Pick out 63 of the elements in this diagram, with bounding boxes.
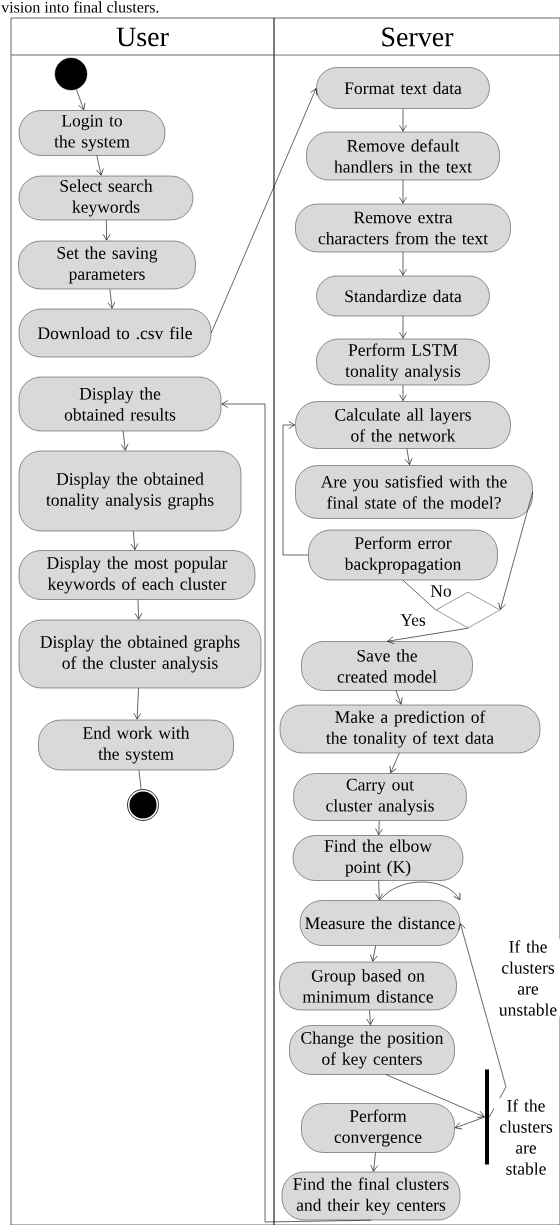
activity-box: Display the obtained results: [18, 376, 222, 432]
arrow: [404, 448, 413, 466]
activity-box: Perform convergence: [301, 1103, 455, 1153]
arrow: [102, 219, 111, 241]
activity-box: Perform LSTM tonality analysis: [316, 338, 490, 386]
activity-box: Find the elbow point (K): [292, 835, 464, 881]
arrow: [133, 687, 142, 720]
edge-label: No: [429, 584, 453, 598]
activity-box: Group based on minimum distance: [279, 961, 457, 1011]
arrow: [366, 1009, 374, 1025]
activity-box: Set the saving parameters: [18, 240, 196, 290]
arrow: [399, 315, 407, 339]
arrow: [107, 288, 116, 309]
arrow: [96, 155, 104, 176]
caption-text: vision into final clusters.: [1, 1, 159, 13]
activity-box: Login to the system: [18, 110, 166, 156]
activity-box: Format text data: [316, 67, 490, 109]
arrow: [379, 881, 461, 901]
arrow: [370, 945, 378, 962]
arrow: [385, 1074, 485, 1118]
arrow: [130, 530, 139, 550]
arrow: [458, 923, 507, 1118]
arrow: [395, 690, 403, 705]
arrow: [76, 88, 86, 111]
activity-box: Measure the distance: [299, 900, 461, 946]
arrow: [399, 108, 407, 132]
arrow: [389, 752, 400, 774]
activity-box: Remove extra characters from the text: [295, 203, 511, 253]
activity-box: Find the final clusters and their key centers: [281, 1171, 461, 1221]
activity-box: Perform error backpropagation: [308, 529, 498, 581]
arrow: [454, 1116, 486, 1130]
arrow: [399, 251, 407, 276]
start-circle: [54, 57, 88, 91]
activity-box: Calculate all layers of the network: [295, 401, 511, 449]
activity-box: Select search keywords: [18, 175, 194, 221]
end-circle: [125, 787, 161, 823]
activity-box: Remove default handlers in the text: [306, 131, 500, 181]
arrow: [210, 88, 318, 334]
edge-label: Yes: [399, 613, 427, 627]
arrow: [375, 880, 383, 900]
activity-box: Display the obtained graphs of the cluster analysis: [18, 619, 262, 689]
arrow: [282, 421, 309, 556]
activity-box: Download to .csv file: [18, 308, 212, 358]
activity-box: Save the created model: [301, 641, 473, 691]
activity-box: Are you satisfied with the final state of the model?: [295, 465, 533, 519]
activity-box: End work with the system: [38, 719, 234, 771]
activity-box: Display the most popular keywords of each cluster: [18, 550, 256, 600]
arrow: [134, 599, 143, 620]
activity-box: Display the obtained tonality analysis graphs: [18, 450, 242, 532]
arrow: [375, 820, 383, 835]
activity-box: Carry out cluster analysis: [293, 773, 467, 821]
activity-box: Standardize data: [316, 275, 490, 317]
edge-label: If the clusters are unstable: [496, 939, 560, 1017]
activity-box: Change the position of key centers: [289, 1025, 455, 1075]
arrow: [498, 491, 533, 610]
fork-bar: [485, 1069, 489, 1165]
arrow: [370, 1152, 378, 1172]
arrow: [221, 400, 372, 1223]
arrow: [120, 430, 129, 451]
edge-label: If the clusters are stable: [494, 1098, 558, 1176]
arrow: [399, 179, 407, 204]
arrow: [399, 384, 407, 401]
activity-box: Make a prediction of the tonality of text data: [279, 704, 541, 754]
